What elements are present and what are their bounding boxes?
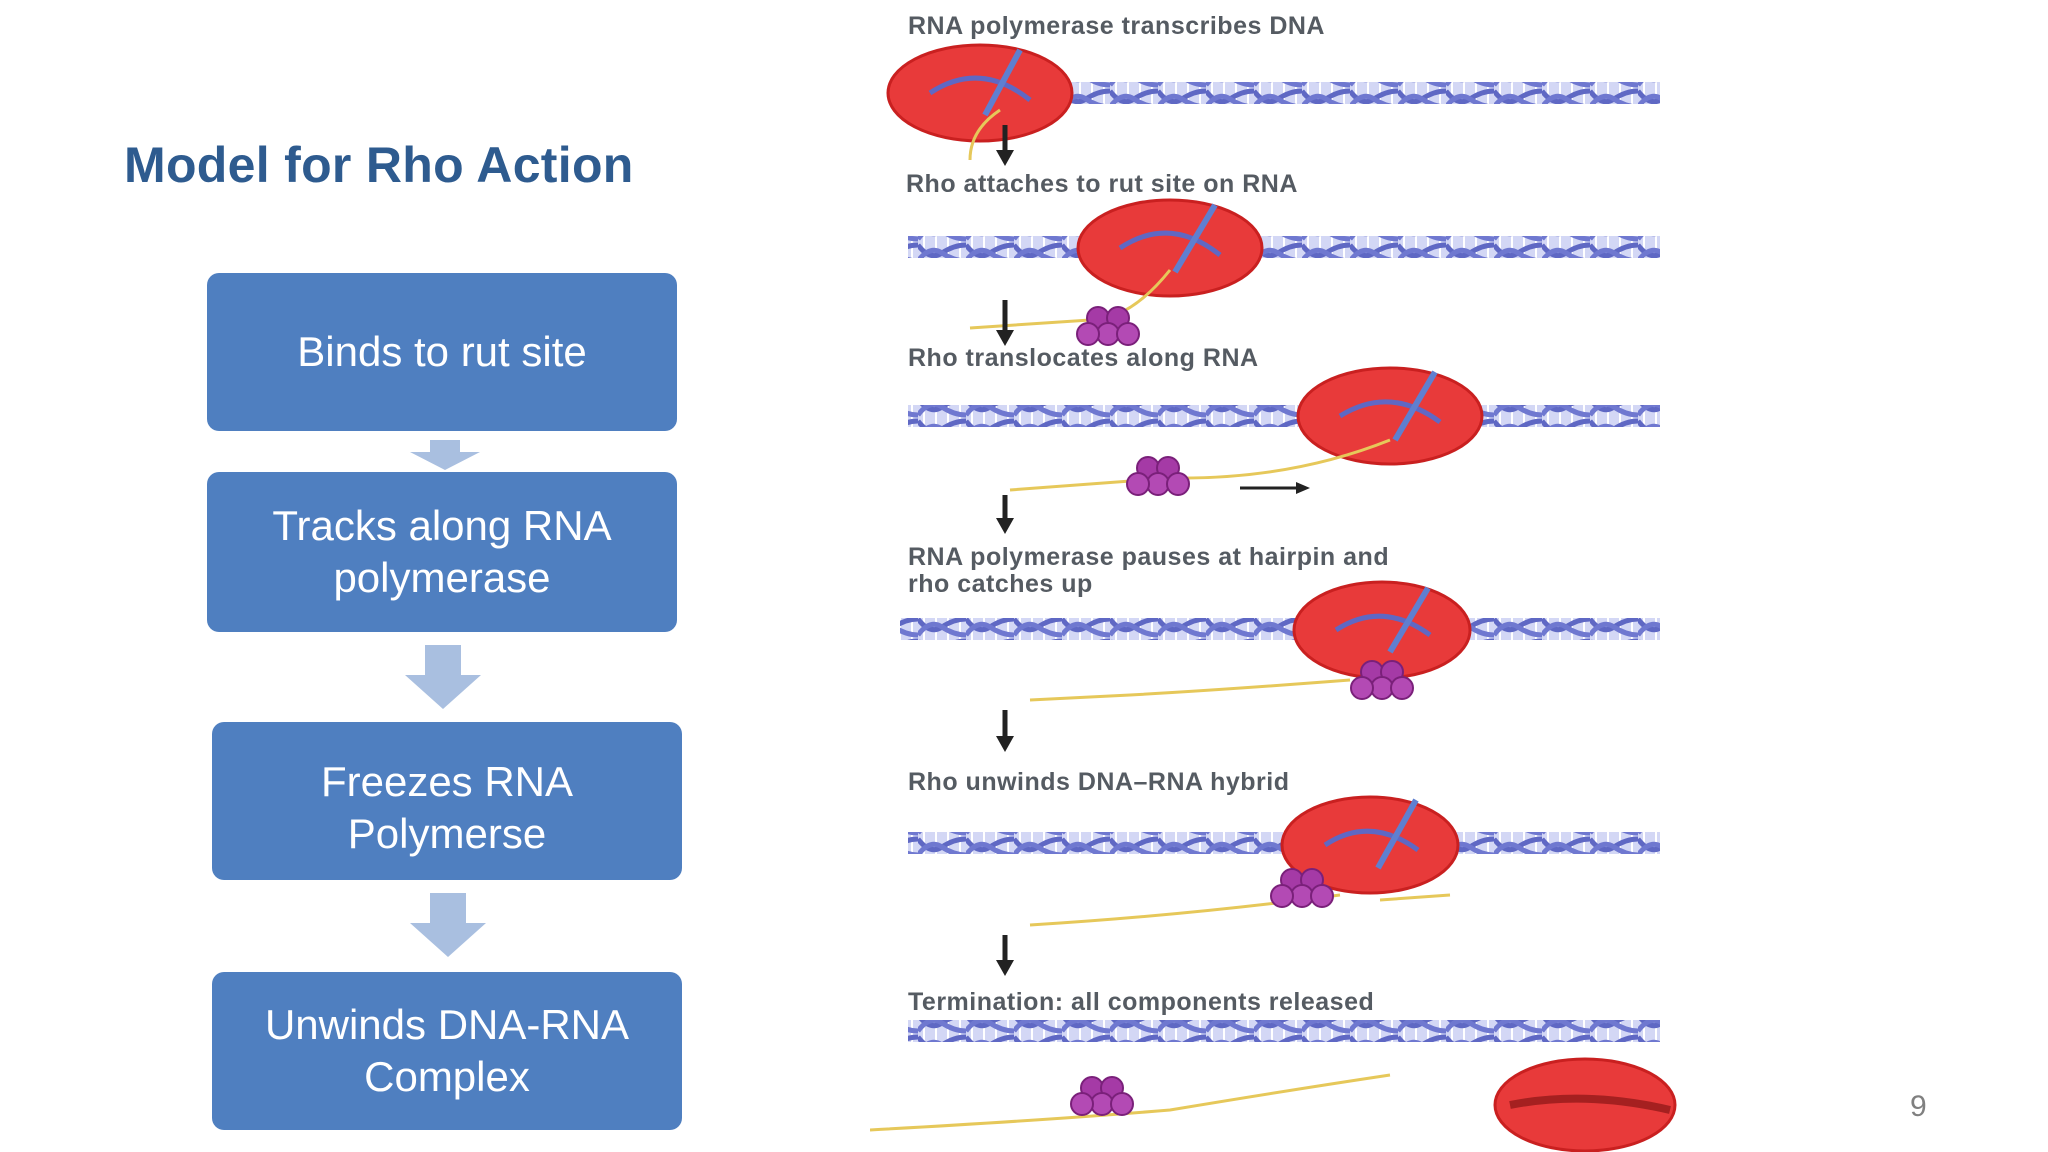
down-arrow-icon	[996, 518, 1014, 534]
stage-5-unwinds-hybrid	[908, 795, 1660, 927]
dna-strand	[908, 236, 1660, 258]
down-arrow-icon	[996, 960, 1014, 976]
down-arrow-icon	[996, 330, 1014, 346]
rna-transcript	[870, 1073, 1391, 1132]
flow-step-freezes-polymerase: Freezes RNA Polymerse	[212, 722, 682, 880]
dna-strand	[908, 82, 1660, 104]
down-arrow-icon	[405, 645, 481, 709]
flow-step-unwinds-complex: Unwinds DNA-RNA Complex	[212, 972, 682, 1130]
slide-title: Model for Rho Action	[124, 137, 634, 193]
rna-polymerase	[1280, 795, 1460, 895]
rna-transcript	[968, 108, 1001, 161]
rho-protein	[1126, 456, 1190, 496]
flow-step-binds-rut-site: Binds to rut site	[207, 273, 677, 431]
rna-transcript	[1029, 678, 1351, 702]
flow-arrow-3	[410, 893, 486, 957]
down-arrow-icon	[410, 440, 480, 470]
rna-polymerase	[1292, 580, 1472, 680]
stage-2-rho-attach	[908, 198, 1660, 346]
rho-action-diagram: RNA polymerase transcribes DNA Rho attac…	[870, 12, 1677, 1152]
dna-strand	[908, 405, 1660, 427]
diagram-label-step1: RNA polymerase transcribes DNA	[908, 12, 1325, 40]
flow-step-tracks-along: Tracks along RNA polymerase	[207, 472, 677, 632]
rna-polymerase	[1076, 198, 1264, 298]
rna-polymerase	[1296, 366, 1484, 466]
rho-protein	[1070, 1076, 1134, 1116]
flow-step-label: Unwinds DNA-RNA Complex	[264, 1001, 630, 1100]
rna-polymerase	[1493, 1057, 1677, 1152]
rho-protein	[1350, 660, 1414, 700]
down-arrow-icon	[996, 150, 1014, 166]
dna-strand	[900, 618, 1660, 640]
flow-step-label: Tracks along RNA polymerase	[272, 502, 612, 601]
diagram-label-step4a: RNA polymerase pauses at hairpin and	[908, 543, 1389, 571]
page-number: 9	[1910, 1090, 1927, 1123]
dna-strand	[908, 1020, 1660, 1042]
stage-1-transcription	[886, 43, 1660, 161]
flow-step-label: Binds to rut site	[297, 328, 587, 375]
stage-4-pause-hairpin	[900, 580, 1660, 702]
diagram-label-step4b: rho catches up	[908, 570, 1093, 598]
flow-arrow-1	[410, 440, 480, 470]
stage-6-termination	[870, 1020, 1677, 1152]
diagram-label-step6: Termination: all components released	[908, 988, 1374, 1016]
diagram-label-step5: Rho unwinds DNA–RNA hybrid	[908, 768, 1290, 796]
stage-3-rho-translocates	[908, 366, 1660, 496]
flow-arrow-2	[405, 645, 481, 709]
down-arrow-icon	[410, 893, 486, 957]
diagram-label-step2: Rho attaches to rut site on RNA	[906, 170, 1298, 198]
rna-polymerase	[886, 43, 1074, 143]
rho-protein	[1076, 306, 1140, 346]
flow-step-label: Freezes RNA Polymerse	[320, 758, 574, 857]
down-arrow-icon	[996, 736, 1014, 752]
rho-protein	[1270, 868, 1334, 908]
diagram-label-step3: Rho translocates along RNA	[908, 344, 1259, 372]
